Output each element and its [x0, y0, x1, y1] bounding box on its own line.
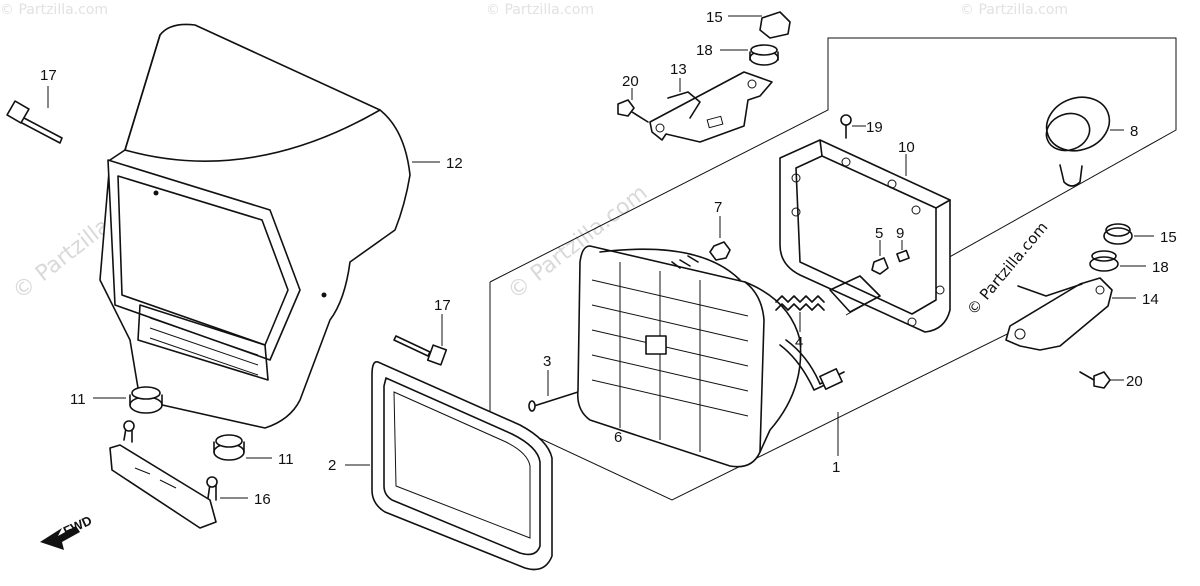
callout-11-upper: 11 — [70, 391, 86, 408]
bolt-20-lower — [1079, 371, 1124, 389]
grommet-11-upper — [93, 386, 163, 414]
callout-1: 1 — [832, 459, 840, 476]
bolt-17-center — [393, 314, 448, 366]
upper-stay-13 — [649, 71, 773, 143]
headlight-case — [99, 23, 440, 429]
callout-9: 9 — [896, 225, 904, 242]
callout-8: 8 — [1130, 123, 1138, 140]
callout-20-upper: 20 — [622, 73, 639, 90]
callout-19: 19 — [866, 119, 883, 136]
screw-19 — [840, 114, 866, 139]
callout-5: 5 — [875, 225, 883, 242]
cap-15-upper — [728, 11, 791, 39]
watermark-vertical: © Partzilla.com — [963, 218, 1051, 318]
nut-7 — [709, 216, 731, 261]
grommet-11-lower — [213, 434, 272, 461]
callout-17-center: 17 — [434, 297, 451, 314]
right-stay-14 — [1005, 277, 1136, 351]
sealed-beam-unit — [576, 245, 845, 468]
callout-12: 12 — [446, 155, 463, 172]
bolt-20-upper — [617, 88, 649, 123]
callout-20-lower: 20 — [1126, 373, 1143, 390]
watermark-top-center: © Partzilla.com — [486, 2, 594, 18]
cap-15-lower — [1103, 223, 1154, 245]
callout-labels: 1 2 3 4 5 6 7 8 9 10 11 11 12 13 14 15 1… — [40, 9, 1177, 508]
fwd-arrow-icon — [40, 526, 80, 550]
rubber-18-upper — [720, 44, 779, 66]
callout-13: 13 — [670, 61, 687, 78]
callout-3: 3 — [543, 353, 551, 370]
watermark-top-right: © Partzilla.com — [960, 2, 1068, 18]
callout-15-upper: 15 — [706, 9, 723, 26]
callout-11-lower: 11 — [278, 451, 294, 468]
callout-16: 16 — [254, 491, 271, 508]
callout-7: 7 — [714, 199, 722, 216]
lower-stay-16 — [109, 420, 248, 529]
screw-9 — [896, 240, 910, 263]
callout-18-upper: 18 — [696, 42, 713, 59]
bolt-17-left — [6, 86, 63, 144]
callout-6: 6 — [614, 429, 622, 446]
headlight-rim — [345, 360, 553, 571]
watermark-top-left: © Partzilla.com — [0, 2, 108, 18]
socket-boot-8 — [1045, 96, 1124, 187]
callout-17-left: 17 — [40, 67, 57, 84]
adjuster-spring-4 — [775, 295, 825, 332]
callout-2: 2 — [328, 457, 336, 474]
rubber-18-lower — [1089, 250, 1146, 272]
mounting-case-10 — [779, 139, 951, 333]
fwd-label: FWD — [61, 513, 94, 539]
callout-14: 14 — [1142, 291, 1159, 308]
nut-5 — [871, 240, 889, 275]
callout-10: 10 — [898, 139, 915, 156]
callout-15-lower: 15 — [1160, 229, 1177, 246]
fwd-indicator: FWD — [40, 513, 94, 550]
callout-4: 4 — [795, 334, 803, 351]
callout-18-lower: 18 — [1152, 259, 1169, 276]
assembly-outline — [489, 37, 1177, 501]
